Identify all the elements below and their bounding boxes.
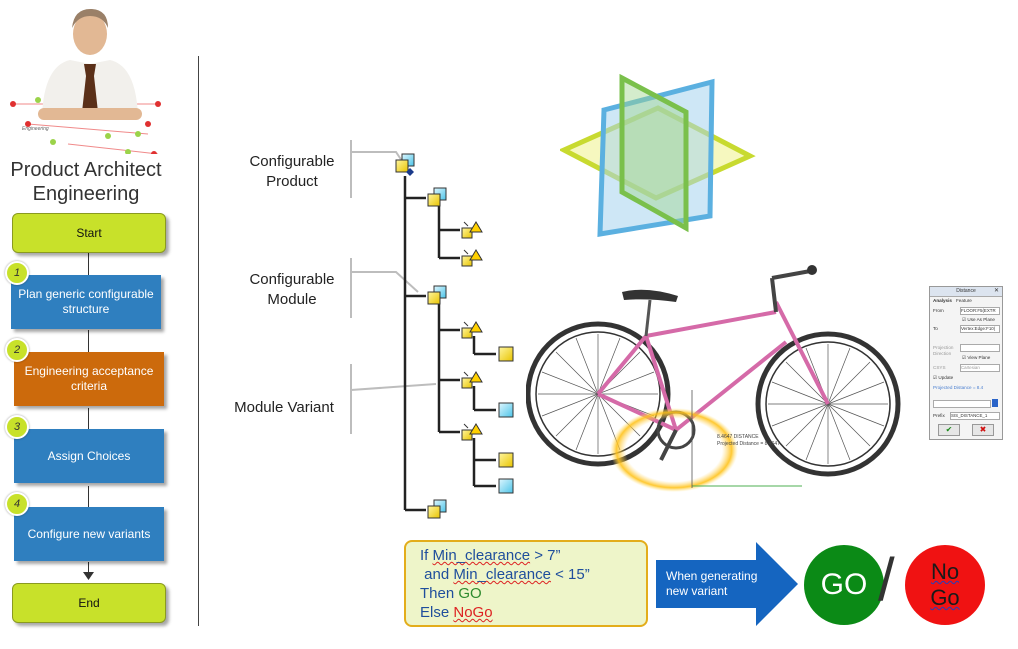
use-as-plane-checkbox[interactable]: ☑ Use As Plane <box>962 317 995 322</box>
annotation-line: 8.4647 DISTANCE <box>717 434 759 440</box>
rule-then-value: GO <box>458 585 482 602</box>
flow-connector <box>88 330 89 354</box>
rule-variable: Min_clearance <box>432 547 531 564</box>
flow-connector <box>88 486 89 508</box>
nogo-line: No <box>930 559 960 584</box>
persona-title-line2: Engineering <box>32 183 140 205</box>
csys-select[interactable]: Cartesian <box>960 364 1000 372</box>
arrow-label-line: When generating <box>666 569 758 583</box>
projection-field[interactable] <box>960 344 1000 352</box>
prefix-label: Prefix <box>933 413 945 418</box>
arrow-right-icon <box>656 542 798 626</box>
rule-condition: < 15” <box>555 566 590 583</box>
assembly-tree <box>350 140 514 519</box>
view-plane-checkbox[interactable]: ☑ View Plane <box>962 355 991 360</box>
to-label: To <box>933 326 938 331</box>
distance-dialog[interactable]: Distance ✕ Analysis Feature From FLOOR:F… <box>929 286 1003 440</box>
bicycle-model <box>526 265 901 492</box>
annotation-line: Projected Distance = 8.4647 <box>717 441 780 447</box>
label-line: Module <box>267 291 317 308</box>
persona-title-line1: Product Architect <box>10 159 162 181</box>
label-line: Product <box>266 173 318 190</box>
use-as-plane-label: Use As Plane <box>967 317 995 322</box>
rule-line-2: and Min_clearance < 15” <box>420 565 646 584</box>
step-configure-variants: Configure new variants <box>14 507 164 561</box>
flow-arrowhead-icon <box>83 572 94 580</box>
label-line: Configurable <box>249 271 335 288</box>
projection-label: Projection Direction <box>933 345 954 356</box>
from-label: From <box>933 308 944 313</box>
rule-condition: > 7” <box>534 547 561 564</box>
distance-annotation: 8.4647 DISTANCE Projected Distance = 8.4… <box>717 434 780 448</box>
rule-line-4: Else NoGo <box>420 603 646 622</box>
nogo-line: Go <box>930 585 960 610</box>
update-checkbox[interactable]: ☑ Update <box>933 375 954 380</box>
label-configurable-module: Configurable Module <box>232 270 352 310</box>
persona-illustration: Engineering <box>8 4 168 157</box>
flow-connector <box>88 252 89 276</box>
prefix-field[interactable]: SIS_DISTANCE_1 <box>950 412 1000 420</box>
datum-planes-icon <box>560 73 756 237</box>
distance-result: Projected Distance = 8.4 <box>933 385 984 390</box>
panel-divider <box>198 56 199 626</box>
rule-line-1: If Min_clearance > 7” <box>420 546 646 565</box>
step-number-badge: 2 <box>5 338 29 362</box>
arrow-label-line: new variant <box>666 584 728 598</box>
dialog-title: Distance <box>930 287 1002 297</box>
rule-keyword: Else <box>420 604 450 621</box>
rule-line-3: Then GO <box>420 584 646 603</box>
info-icon[interactable] <box>992 399 998 407</box>
flow-connector <box>88 408 89 430</box>
tab-analysis[interactable]: Analysis <box>933 298 952 303</box>
start-node: Start <box>12 213 166 253</box>
end-node: End <box>12 583 166 623</box>
tab-feature[interactable]: Feature <box>956 298 972 303</box>
rule-keyword: and <box>424 566 450 583</box>
rule-else-value: NoGo <box>453 604 493 621</box>
go-outcome: GO <box>804 545 884 625</box>
step-acceptance-criteria: Engineering acceptance criteria <box>14 352 164 406</box>
view-plane-label: View Plane <box>967 355 991 360</box>
step-assign-choices: Assign Choices <box>14 429 164 483</box>
rule-keyword: If <box>420 547 429 564</box>
step-number-badge: 1 <box>5 261 29 285</box>
outcome-separator: / <box>878 546 895 613</box>
label-module-variant: Module Variant <box>234 399 334 416</box>
label-configurable-product: Configurable Product <box>232 152 352 192</box>
step-number-badge: 4 <box>5 492 29 516</box>
csys-label: CSYS <box>933 365 946 370</box>
close-icon[interactable]: ✕ <box>993 288 999 294</box>
arrow-label: When generating new variant <box>666 569 776 599</box>
from-field[interactable]: FLOOR:F5(EXTR <box>960 307 1000 315</box>
rule-variable: Min_clearance <box>453 566 551 583</box>
step-number-badge: 3 <box>5 415 29 439</box>
persona-diagram-word: Engineering <box>22 126 49 132</box>
label-line: Configurable <box>249 153 335 170</box>
rule-box: If Min_clearance > 7” and Min_clearance … <box>404 540 648 627</box>
persona-title: Product Architect Engineering <box>0 158 172 206</box>
check-icon[interactable]: ✔ <box>938 424 960 436</box>
flow-connector <box>88 562 89 576</box>
to-field[interactable]: Vertex:Edge:F10( <box>960 325 1000 333</box>
nogo-outcome: No Go <box>905 545 985 625</box>
update-label: Update <box>938 375 954 380</box>
close-icon[interactable]: ✖ <box>972 424 994 436</box>
result-slider[interactable] <box>933 400 991 408</box>
rule-keyword: Then <box>420 585 455 602</box>
step-plan-structure: Plan generic configurable structure <box>11 275 161 329</box>
